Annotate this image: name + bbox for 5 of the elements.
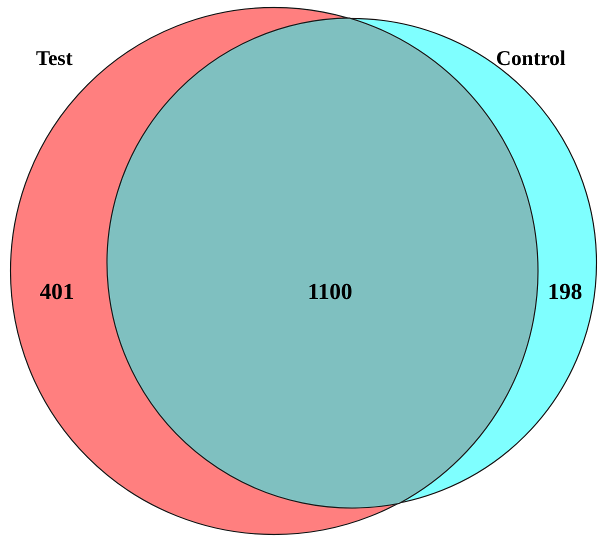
count-label: 401 xyxy=(40,279,74,305)
set-label: Test xyxy=(36,46,73,71)
count-label: 198 xyxy=(548,279,582,305)
count-label: 1100 xyxy=(308,279,352,305)
set-label: Control xyxy=(496,46,566,71)
